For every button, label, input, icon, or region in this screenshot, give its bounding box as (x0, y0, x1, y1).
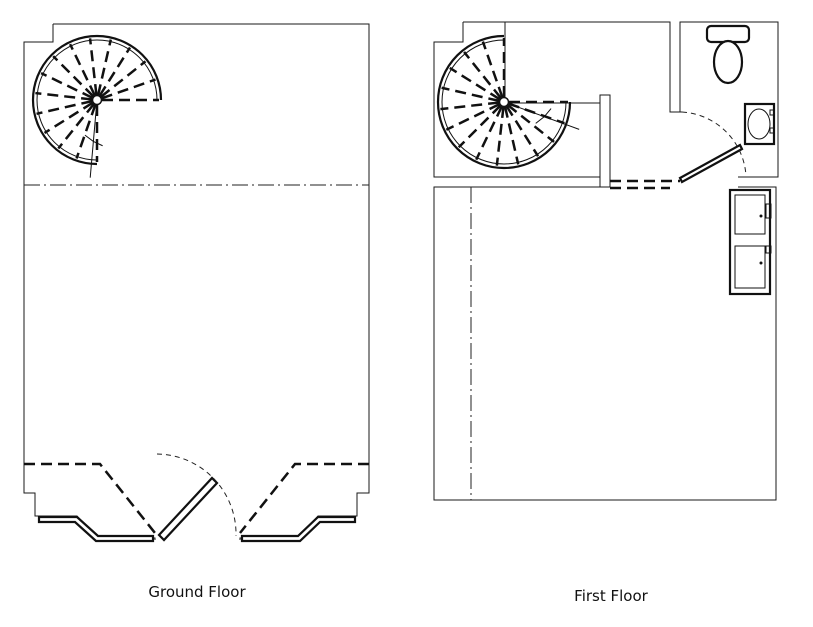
stair-tread (52, 55, 95, 98)
ground-floor-bay-right (239, 462, 369, 534)
ground-floor-bay-window-right (240, 515, 357, 543)
stair-center-post (91, 94, 103, 106)
first-floor-label: First Floor (574, 587, 648, 605)
toilet-icon (705, 24, 751, 85)
stair-tread (440, 101, 500, 111)
stair-tread (100, 60, 147, 98)
stair-tread (445, 103, 501, 131)
stair-tread (503, 106, 520, 165)
first-floor-plan: First Floor (433, 21, 779, 605)
ground-floor-front-door (156, 453, 237, 542)
bathroom-door (678, 111, 747, 184)
stair-outer-rail (436, 34, 572, 170)
stair-tread (449, 66, 501, 101)
stair-tread (441, 86, 500, 103)
first-floor-spiral-staircase (436, 34, 580, 170)
stair-tread (43, 101, 94, 135)
stair-arrow-head (84, 134, 103, 147)
stair-tread (505, 105, 540, 157)
first-floor-stair-room-wall (433, 22, 601, 178)
bathroom-sink-icon (743, 102, 776, 146)
stair-tread (507, 104, 555, 143)
stair-tread (36, 99, 93, 116)
stair-tread (98, 46, 132, 97)
stair-tread (475, 105, 503, 161)
stair-tread (57, 103, 95, 150)
ground-floor-bay-left (24, 462, 156, 534)
ground-floor-plan: Ground Floor (23, 23, 370, 601)
stair-tread (88, 38, 98, 96)
kitchen-sink-icon (728, 188, 772, 296)
ground-floor-spiral-staircase (31, 34, 163, 178)
stair-arrow-head (535, 108, 552, 124)
stair-tread (495, 106, 505, 166)
stair-tread (68, 43, 96, 97)
stair-tread (75, 104, 97, 159)
first-floor-main-room-wall (433, 186, 777, 501)
stair-tread (457, 104, 502, 149)
stair-tread (96, 39, 113, 96)
stair-center-post (498, 96, 510, 108)
stair-outer-rail (31, 34, 163, 166)
stair-tread (481, 41, 504, 98)
ground-floor-bay-window-left (37, 515, 155, 543)
first-floor-bathroom-wall (679, 21, 779, 178)
stair-tread (35, 91, 93, 101)
stair-tread (40, 71, 94, 99)
stair-tread (101, 78, 156, 100)
stair-tread (463, 51, 502, 99)
ground-floor-label: Ground Floor (148, 583, 246, 601)
first-floor-partition-post (599, 94, 611, 188)
